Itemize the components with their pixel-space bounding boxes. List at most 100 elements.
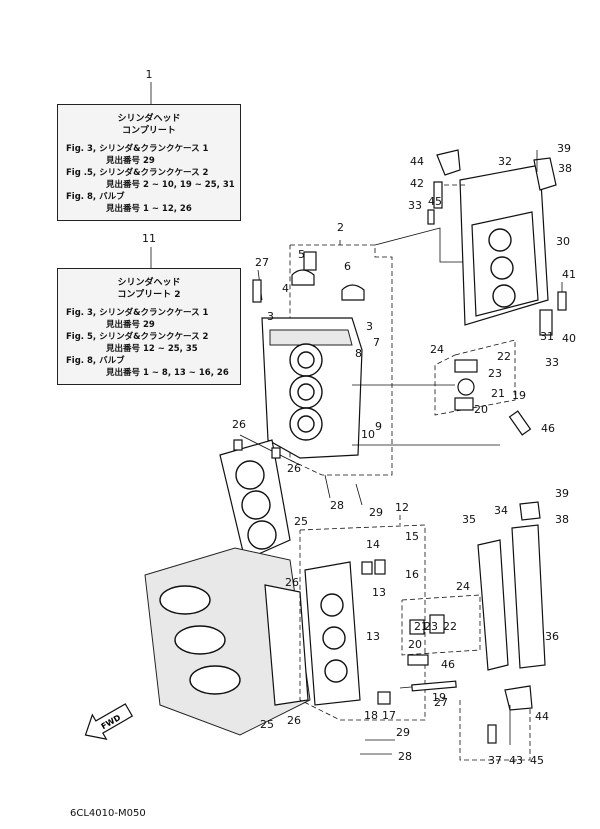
callout-37: 37 — [488, 754, 502, 767]
cylinder-block — [144, 547, 311, 736]
callout-9: 9 — [375, 420, 382, 433]
callout-3: 3 — [267, 310, 274, 323]
callout-20: 20 — [474, 403, 488, 416]
callout-46: 46 — [541, 422, 555, 435]
box1-line2-sub: 見出番号 2 ~ 10, 19 ~ 25, 31 — [106, 180, 235, 190]
sensor-group-lower — [401, 594, 481, 666]
box1-line3-fig: Fig. 8, バルブ — [66, 192, 125, 202]
sensor-42 — [433, 181, 443, 209]
callout-38: 38 — [558, 162, 572, 175]
callout-22: 22 — [497, 350, 511, 363]
callout-26: 26 — [287, 462, 301, 475]
callout-33: 33 — [545, 356, 559, 369]
callout-23: 23 — [488, 367, 502, 380]
callout-29: 29 — [369, 506, 383, 519]
box2-title2: コンプリート 2 — [117, 290, 181, 300]
box2-title1: シリンダヘッド — [117, 278, 181, 288]
callout-19: 19 — [512, 389, 526, 402]
callout-25: 25 — [260, 718, 274, 731]
head-cover-lower — [511, 524, 546, 669]
callout-18: 18 — [364, 709, 378, 722]
callout-12: 12 — [395, 501, 409, 514]
callout-25: 25 — [294, 515, 308, 528]
callout-13: 13 — [372, 586, 386, 599]
callout-numbers: 2334567891012131314151617181919202021212… — [232, 142, 576, 767]
callout-24: 24 — [430, 343, 444, 356]
callout-31: 31 — [540, 330, 554, 343]
box1-line3-sub: 見出番号 1 ~ 12, 26 — [106, 204, 192, 214]
info-box-cylinder-head-2: 11 シリンダヘッド コンプリート 2 Fig. 3, シリンダ&クランクケース… — [57, 233, 241, 385]
box2-line1-fig: Fig. 3, シリンダ&クランクケース 1 — [66, 308, 209, 318]
callout-30: 30 — [556, 235, 570, 248]
callout-10: 10 — [361, 428, 375, 441]
callout-3: 3 — [366, 320, 373, 333]
box1-line1-sub: 見出番号 29 — [106, 156, 155, 166]
box1-title2: コンプリート — [122, 126, 176, 136]
callout-26: 26 — [232, 418, 246, 431]
callout-15: 15 — [405, 530, 419, 543]
callout-35: 35 — [462, 513, 476, 526]
info-box-cylinder-head-1: 1 シリンダヘッド コンプリート Fig. 3, シリンダ&クランクケース 1 … — [57, 69, 241, 221]
callout-26: 26 — [285, 576, 299, 589]
callout-2: 2 — [337, 221, 344, 234]
box2-line1-sub: 見出番号 29 — [106, 320, 155, 330]
callout-14: 14 — [366, 538, 380, 551]
box2-ref: 11 — [142, 232, 156, 245]
callout-36: 36 — [545, 630, 559, 643]
box2-line3-fig: Fig. 8, バルブ — [66, 356, 125, 366]
callout-46: 46 — [441, 658, 455, 671]
box1-line1-fig: Fig. 3, シリンダ&クランクケース 1 — [66, 144, 209, 154]
callout-13: 13 — [366, 630, 380, 643]
callout-27: 27 — [434, 696, 448, 709]
callout-21: 21 — [491, 387, 505, 400]
callout-4: 4 — [282, 282, 289, 295]
cylinder-head-2-group — [299, 515, 426, 721]
callout-34: 34 — [494, 504, 508, 517]
head-gasket — [219, 439, 291, 561]
head-cover-upper — [439, 164, 549, 326]
callout-28: 28 — [398, 750, 412, 763]
callout-39: 39 — [557, 142, 571, 155]
callout-16: 16 — [405, 568, 419, 581]
callout-33: 33 — [408, 199, 422, 212]
callout-42: 42 — [410, 177, 424, 190]
callout-8: 8 — [355, 347, 362, 360]
callout-21: 21 — [414, 620, 428, 633]
callout-40: 40 — [562, 332, 576, 345]
sensor-group-upper — [434, 339, 532, 436]
callout-27: 27 — [255, 256, 269, 269]
callout-26: 26 — [287, 714, 301, 727]
callout-41: 41 — [562, 268, 576, 281]
callout-7: 7 — [373, 336, 380, 349]
callout-23: 23 — [424, 620, 438, 633]
box1-line2-fig: Fig .5, シリンダ&クランクケース 2 — [66, 168, 209, 178]
callout-28: 28 — [330, 499, 344, 512]
callout-45: 45 — [428, 195, 442, 208]
box1-ref: 1 — [145, 68, 153, 81]
callout-6: 6 — [344, 260, 351, 273]
box2-line3-sub: 見出番号 1 ~ 8, 13 ~ 16, 26 — [106, 368, 229, 378]
callout-29: 29 — [396, 726, 410, 739]
callout-44: 44 — [410, 155, 424, 168]
callout-38: 38 — [555, 513, 569, 526]
callout-32: 32 — [498, 155, 512, 168]
drawing-code: 6CL4010-M050 — [70, 808, 146, 819]
callout-45: 45 — [530, 754, 544, 767]
callout-20: 20 — [408, 638, 422, 651]
callout-5: 5 — [298, 248, 305, 261]
fwd-arrow: FWD — [84, 703, 134, 740]
callout-39: 39 — [555, 487, 569, 500]
gasket-35 — [477, 539, 509, 671]
cylinder-head-1-group — [252, 240, 393, 476]
callout-44: 44 — [535, 710, 549, 723]
box1-title1: シリンダヘッド — [117, 114, 181, 124]
callout-22: 22 — [443, 620, 457, 633]
callout-17: 17 — [382, 709, 396, 722]
callout-24: 24 — [456, 580, 470, 593]
bracket-44-upper — [436, 149, 461, 176]
box2-line2-fig: Fig. 5, シリンダ&クランクケース 2 — [66, 332, 209, 342]
box2-line2-sub: 見出番号 12 ~ 25, 35 — [106, 344, 198, 354]
callout-43: 43 — [509, 754, 523, 767]
callout-19: 19 — [432, 691, 446, 704]
